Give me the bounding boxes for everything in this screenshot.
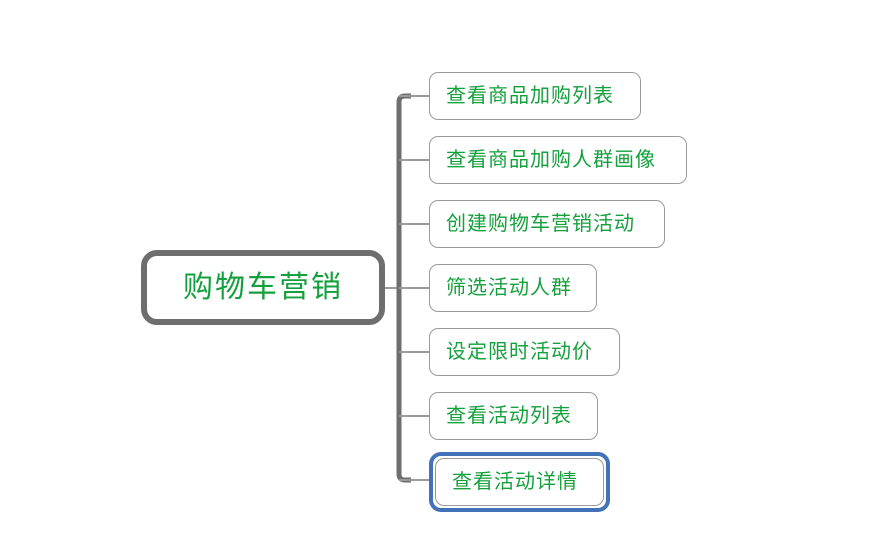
mindmap-node-5[interactable]: 设定限时活动价 [429,328,620,376]
node-selection-frame [429,452,610,512]
mindmap-node-7[interactable]: 查看活动详情 [435,458,604,506]
mindmap-node-label: 筛选活动人群 [446,277,572,299]
mindmap-node-1[interactable]: 查看商品加购列表 [429,72,641,120]
mindmap-node-label: 查看商品加购人群画像 [446,149,656,171]
mindmap-root-label: 购物车营销 [183,270,343,304]
mindmap-node-2[interactable]: 查看商品加购人群画像 [429,136,687,184]
mindmap-node-6[interactable]: 查看活动列表 [429,392,598,440]
mindmap-node-3[interactable]: 创建购物车营销活动 [429,200,665,248]
mindmap-root-node[interactable]: 购物车营销 [141,250,385,325]
connector-trunk [396,93,411,483]
mindmap-node-label: 设定限时活动价 [446,341,593,363]
mindmap-node-label: 查看商品加购列表 [446,85,614,107]
mindmap-node-4[interactable]: 筛选活动人群 [429,264,597,312]
mindmap-node-label: 查看活动详情 [452,471,578,493]
mindmap-node-label: 创建购物车营销活动 [446,213,635,235]
mindmap-node-label: 查看活动列表 [446,405,572,427]
